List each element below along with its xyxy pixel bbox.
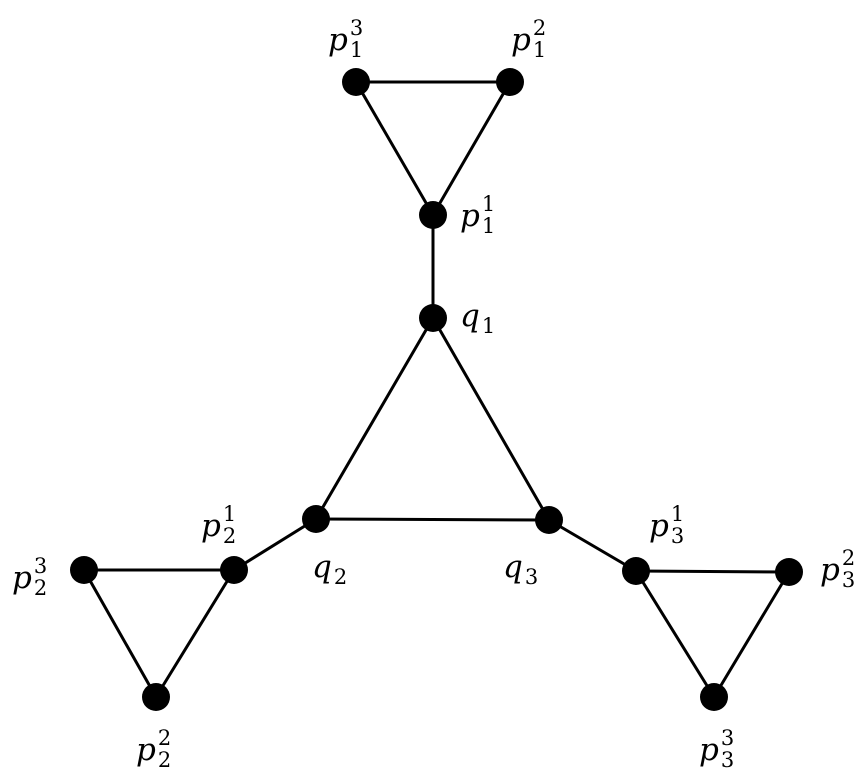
node-label-subscript: 2 xyxy=(334,565,347,589)
node-p2_3 xyxy=(70,556,98,584)
node-label-superscript: 3 xyxy=(34,554,47,578)
node-p3_1 xyxy=(622,557,650,585)
edge-p1_3-p1_1 xyxy=(354,80,435,217)
node-label-subscript: 3 xyxy=(671,524,684,548)
node-label-superscript: 3 xyxy=(721,726,734,750)
node-label-base: q xyxy=(312,549,332,585)
node-label-subscript: 3 xyxy=(721,748,734,772)
node-label-base: q xyxy=(460,298,480,334)
edge-p2_3-p2_2 xyxy=(82,568,158,699)
node-label-subscript: 2 xyxy=(158,748,171,772)
node-label-superscript: 2 xyxy=(842,546,855,570)
edge-p2_1-p2_2 xyxy=(154,568,236,699)
edge-q1-q2 xyxy=(314,316,435,521)
node-label-superscript: 2 xyxy=(158,726,171,750)
edge-p3_2-p3_3 xyxy=(712,570,791,699)
edge-q3-p3_1 xyxy=(547,518,638,573)
node-p3_3 xyxy=(700,683,728,711)
edge-q2-p2_1 xyxy=(232,517,318,572)
node-label-base: p xyxy=(328,22,348,58)
edge-p3_1-p3_3 xyxy=(634,569,716,699)
node-p2_2 xyxy=(142,683,170,711)
node-label-base: p xyxy=(699,732,719,768)
node-label-superscript: 1 xyxy=(671,502,684,526)
node-p1_2 xyxy=(496,68,524,96)
node-label-base: p xyxy=(649,508,669,544)
node-p1_3 xyxy=(342,68,370,96)
node-label-base: p xyxy=(136,732,156,768)
node-label-base: p xyxy=(460,198,480,234)
node-label-base: p xyxy=(820,552,840,588)
node-label-subscript: 2 xyxy=(223,524,236,548)
node-label-subscript: 2 xyxy=(34,576,47,600)
node-label-superscript: 1 xyxy=(482,192,495,216)
node-p2_1 xyxy=(220,556,248,584)
node-label-base: p xyxy=(511,22,531,58)
node-label-subscript: 1 xyxy=(482,214,495,238)
node-q1 xyxy=(419,304,447,332)
node-label-subscript: 1 xyxy=(482,314,495,338)
edge-q2-q3 xyxy=(314,517,551,522)
node-label-superscript: 2 xyxy=(533,16,546,40)
edge-p3_1-p3_2 xyxy=(634,569,791,574)
node-label-subscript: 3 xyxy=(842,568,855,592)
edge-q1-q3 xyxy=(431,316,551,522)
node-label-superscript: 1 xyxy=(223,502,236,526)
node-label-subscript: 3 xyxy=(525,565,538,589)
node-label-q2: q2 xyxy=(312,549,347,589)
node-label-q1: q1 xyxy=(460,298,495,338)
node-label-base: p xyxy=(201,508,221,544)
node-label-subscript: 1 xyxy=(350,38,363,62)
nodes-layer xyxy=(70,68,803,711)
node-label-subscript: 1 xyxy=(533,38,546,62)
node-p3_2 xyxy=(775,558,803,586)
node-label-q3: q3 xyxy=(503,549,538,589)
edge-p1_2-p1_1 xyxy=(431,80,512,217)
node-p1_1 xyxy=(419,201,447,229)
node-label-base: p xyxy=(12,560,32,596)
node-q3 xyxy=(535,506,563,534)
edges-layer xyxy=(82,80,791,699)
node-q2 xyxy=(302,505,330,533)
node-label-base: q xyxy=(503,549,523,585)
node-label-superscript: 3 xyxy=(350,16,363,40)
